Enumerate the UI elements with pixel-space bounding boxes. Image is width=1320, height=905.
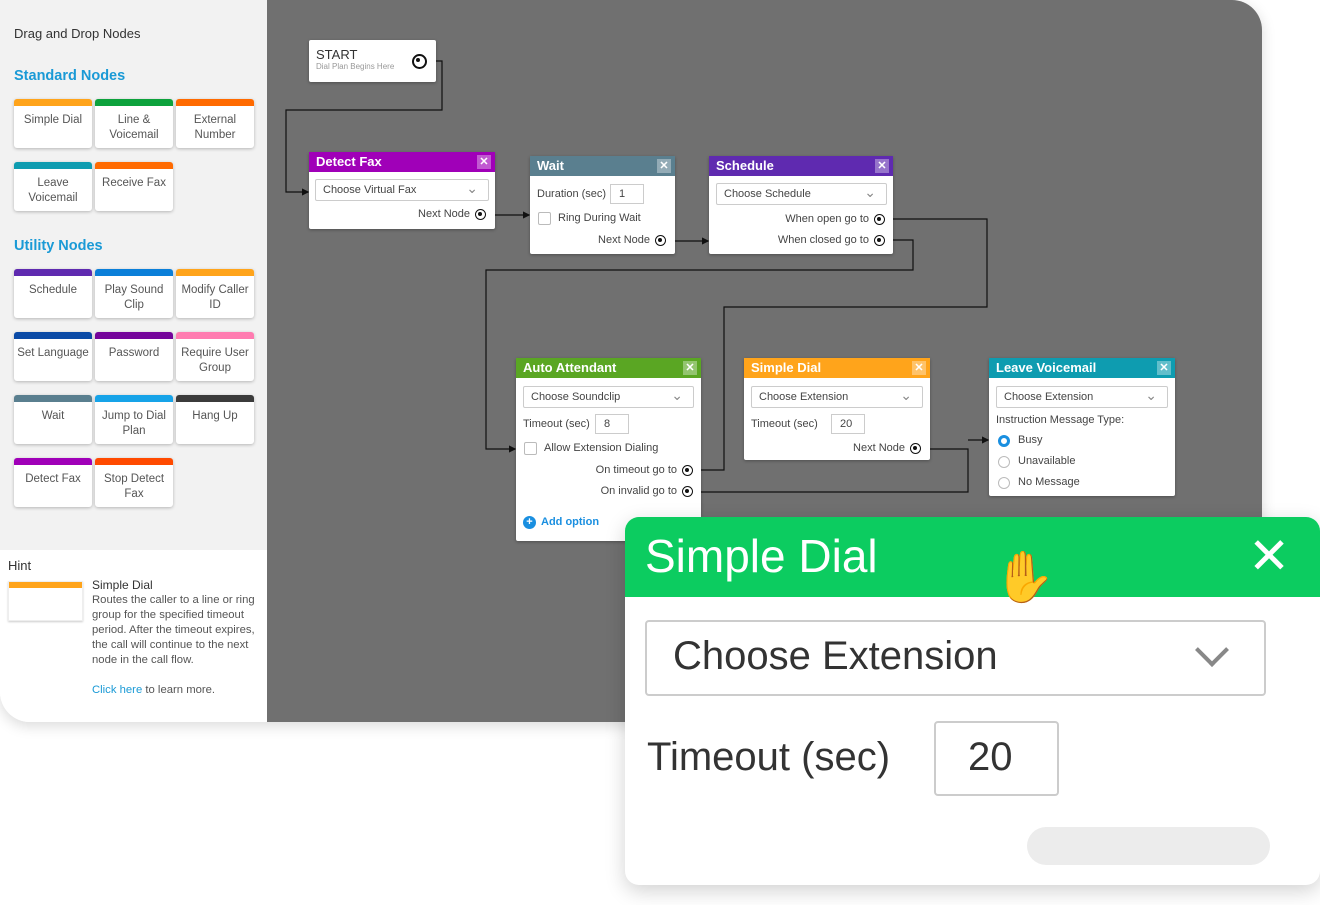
placeholder-bar — [1027, 827, 1270, 865]
hint-description: Routes the caller to a line or ring grou… — [92, 594, 255, 666]
palette-node-password[interactable]: Password — [95, 332, 173, 381]
next-node-port[interactable] — [655, 235, 666, 246]
schedule-select[interactable]: Choose Schedule — [716, 183, 887, 205]
start-title: START — [316, 47, 358, 62]
simple-dial-node[interactable]: Simple Dial ✕ Choose Extension Timeout (s… — [744, 358, 930, 460]
start-output-port[interactable] — [412, 54, 427, 69]
extension-select[interactable]: Choose Extension — [645, 620, 1266, 696]
zoom-card-title: Simple Dial — [645, 530, 878, 582]
extension-select[interactable]: Choose Extension — [996, 386, 1168, 408]
palette-node-stop-detect-fax[interactable]: Stop Detect Fax — [95, 458, 173, 507]
palette-node-line-voicemail[interactable]: Line & Voicemail — [95, 99, 173, 148]
plus-circle-icon: + — [523, 516, 536, 529]
learn-more-link[interactable]: Click here — [92, 684, 143, 696]
allow-extension-label: Allow Extension Dialing — [544, 442, 659, 454]
node-title: Wait — [537, 158, 564, 173]
radio-label: Busy — [1018, 434, 1043, 446]
start-node[interactable]: START Dial Plan Begins Here — [309, 40, 436, 82]
palette-node-detect-fax[interactable]: Detect Fax — [14, 458, 92, 507]
extension-select[interactable]: Choose Extension — [751, 386, 923, 408]
hint-preview-image — [8, 581, 83, 621]
close-icon[interactable]: ✕ — [912, 361, 926, 375]
palette-node-leave-voicemail[interactable]: Leave Voicemail — [14, 162, 92, 211]
when-open-port[interactable] — [874, 214, 885, 225]
close-icon[interactable]: ✕ — [875, 159, 889, 173]
schedule-node[interactable]: Schedule ✕ Choose Schedule When open go t… — [709, 156, 893, 254]
timeout-input[interactable]: 20 — [934, 721, 1059, 796]
virtual-fax-select[interactable]: Choose Virtual Fax — [315, 179, 489, 201]
node-title: Schedule — [716, 158, 774, 173]
timeout-label: Timeout (sec) — [523, 418, 590, 430]
on-timeout-port[interactable] — [682, 465, 693, 476]
radio-unavailable[interactable] — [998, 456, 1010, 468]
detect-fax-node[interactable]: Detect Fax ✕ Choose Virtual Fax Next Node — [309, 152, 495, 229]
start-subtitle: Dial Plan Begins Here — [316, 62, 395, 71]
node-title: Detect Fax — [316, 154, 382, 169]
palette-node-external-number[interactable]: External Number — [176, 99, 254, 148]
palette-node-set-language[interactable]: Set Language — [14, 332, 92, 381]
palette-node-modify-caller-id[interactable]: Modify Caller ID — [176, 269, 254, 318]
timeout-input[interactable]: 20 — [831, 414, 865, 434]
palette-node-receive-fax[interactable]: Receive Fax — [95, 162, 173, 211]
when-closed-label: When closed go to — [777, 234, 869, 246]
instruction-label: Instruction Message Type: — [996, 414, 1125, 426]
close-icon[interactable]: ✕ — [683, 361, 697, 375]
auto-attendant-node[interactable]: Auto Attendant ✕ Choose Soundclip Timeout… — [516, 358, 701, 541]
add-option-button[interactable]: +Add option — [523, 516, 599, 529]
palette-node-wait[interactable]: Wait — [14, 395, 92, 444]
utility-nodes-heading: Utility Nodes — [14, 238, 103, 254]
duration-input[interactable]: 1 — [610, 184, 644, 204]
close-icon[interactable]: ✕ — [1248, 528, 1290, 584]
on-invalid-label: On invalid go to — [600, 485, 677, 497]
close-icon[interactable]: ✕ — [657, 159, 671, 173]
standard-nodes-heading: Standard Nodes — [14, 68, 126, 84]
leave-voicemail-node[interactable]: Leave Voicemail ✕ Choose Extension Instru… — [989, 358, 1175, 496]
palette-node-require-user-group[interactable]: Require User Group — [176, 332, 254, 381]
palette-node-schedule[interactable]: Schedule — [14, 269, 92, 318]
on-invalid-port[interactable] — [682, 486, 693, 497]
simple-dial-zoomed-card[interactable]: Simple Dial ✕ Choose Extension Timeout (… — [625, 517, 1320, 885]
when-open-label: When open go to — [785, 213, 869, 225]
soundclip-select[interactable]: Choose Soundclip — [523, 386, 694, 408]
close-icon[interactable]: ✕ — [477, 155, 491, 169]
duration-label: Duration (sec) — [537, 188, 607, 200]
ring-during-wait-checkbox[interactable] — [538, 212, 551, 225]
radio-busy[interactable] — [998, 435, 1010, 447]
hint-title: Hint — [8, 558, 32, 573]
next-node-label: Next Node — [418, 208, 470, 220]
chevron-down-icon — [1195, 633, 1229, 667]
next-node-label: Next Node — [598, 234, 650, 246]
grab-hand-cursor-icon: ✋ — [993, 549, 1056, 605]
timeout-label: Timeout (sec) — [647, 735, 891, 779]
when-closed-port[interactable] — [874, 235, 885, 246]
next-node-label: Next Node — [853, 442, 905, 454]
learn-more-suffix: to learn more. — [142, 684, 216, 696]
hint-node-name: Simple Dial — [92, 578, 153, 592]
palette-node-jump-to-dial-plan[interactable]: Jump to Dial Plan — [95, 395, 173, 444]
palette-title: Drag and Drop Nodes — [14, 26, 141, 41]
palette-node-simple-dial[interactable]: Simple Dial — [14, 99, 92, 148]
node-palette: Drag and Drop Nodes Standard Nodes Simpl… — [0, 0, 267, 550]
ring-during-wait-label: Ring During Wait — [558, 212, 641, 224]
on-timeout-label: On timeout go to — [595, 464, 677, 476]
wait-node[interactable]: Wait✕ Duration (sec) 1 Ring During Wait … — [530, 156, 675, 254]
radio-no-message[interactable] — [998, 477, 1010, 489]
node-title: Simple Dial — [751, 360, 822, 375]
radio-label: Unavailable — [1018, 455, 1076, 467]
next-node-port[interactable] — [475, 209, 486, 220]
timeout-input[interactable]: 8 — [595, 414, 629, 434]
allow-extension-checkbox[interactable] — [524, 442, 537, 455]
palette-node-hang-up[interactable]: Hang Up — [176, 395, 254, 444]
node-title: Leave Voicemail — [996, 360, 1097, 375]
node-title: Auto Attendant — [523, 360, 617, 375]
close-icon[interactable]: ✕ — [1157, 361, 1171, 375]
hint-panel: Hint Simple Dial Routes the caller to a … — [0, 550, 267, 722]
timeout-label: Timeout (sec) — [751, 418, 818, 430]
next-node-port[interactable] — [910, 443, 921, 454]
radio-label: No Message — [1018, 476, 1080, 488]
palette-node-play-sound-clip[interactable]: Play Sound Clip — [95, 269, 173, 318]
